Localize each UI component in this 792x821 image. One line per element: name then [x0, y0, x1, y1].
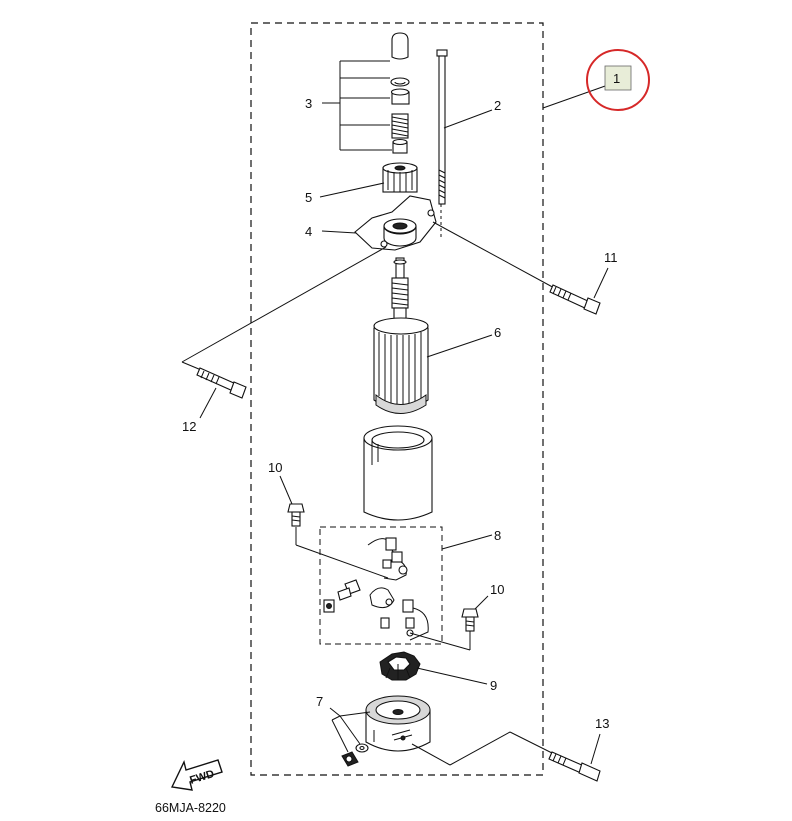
- callout-7-label: 7: [316, 694, 323, 709]
- callout-2-label: 2: [494, 98, 501, 113]
- part-9-brush-holder: [379, 651, 488, 685]
- part-11-bolt: [432, 221, 609, 315]
- part-8-brush-kit: [319, 526, 493, 645]
- part-12-bolt: [181, 246, 387, 419]
- part-6-armature: [373, 257, 493, 414]
- callout-1-label: 1: [613, 71, 620, 86]
- end-cover: [365, 695, 431, 752]
- group-3-pinion-components: [322, 32, 410, 154]
- callout-4-label: 4: [305, 224, 312, 239]
- callout-12-label: 12: [182, 419, 196, 434]
- drawing-code: 66MJA-8220: [155, 801, 226, 815]
- part-13-bolt: [411, 731, 601, 782]
- part-5-pinion: [319, 162, 418, 198]
- callout-1[interactable]: 1: [542, 49, 650, 111]
- callout-1-box: [604, 65, 632, 91]
- callout-13-label: 13: [595, 716, 609, 731]
- callout-8-label: 8: [494, 528, 501, 543]
- part-7-screw-washer: [329, 707, 371, 767]
- part-4-bracket: [321, 195, 437, 251]
- callout-6-label: 6: [494, 325, 501, 340]
- callout-5-label: 5: [305, 190, 312, 205]
- callout-11-label: 11: [604, 250, 618, 265]
- assembly-boundary: [250, 22, 544, 776]
- part-2-through-bolt: [436, 49, 493, 240]
- fwd-arrow-icon: FWD: [170, 759, 223, 791]
- callout-3-label: 3: [305, 96, 312, 111]
- part-10-bolt-right: [409, 595, 489, 651]
- callout-9-label: 9: [490, 678, 497, 693]
- highlight-circle: [586, 49, 650, 111]
- part-10-bolt-left: [279, 475, 389, 579]
- yoke-housing: [363, 425, 433, 521]
- callout-10b-label: 10: [490, 582, 504, 597]
- callout-10a-label: 10: [268, 460, 282, 475]
